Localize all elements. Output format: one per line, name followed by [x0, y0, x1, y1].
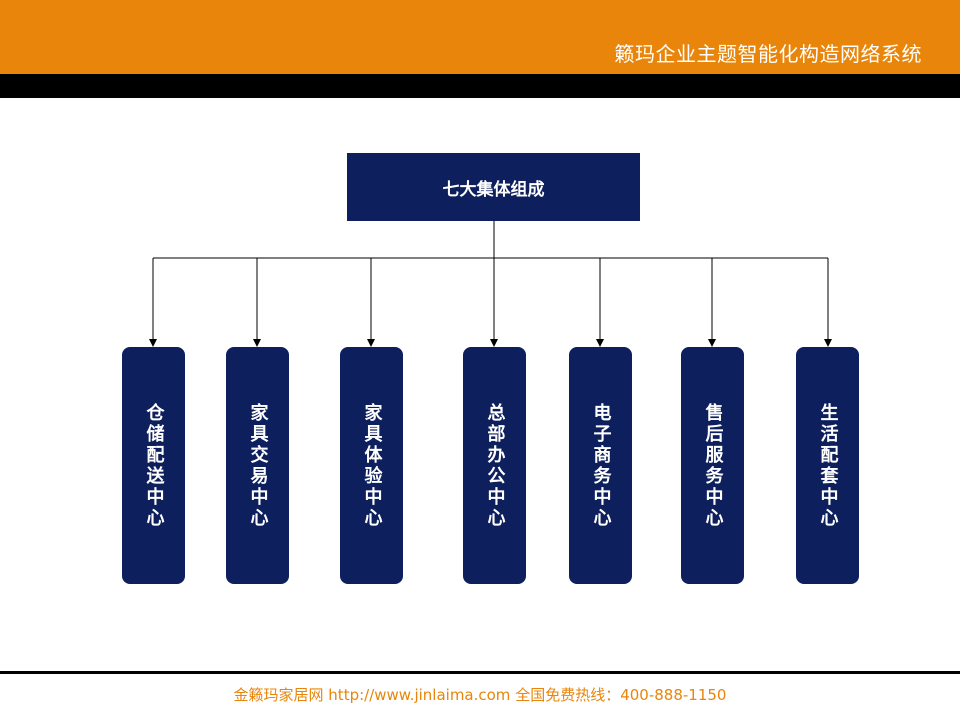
- child-node-label: 生活配套中心: [817, 402, 839, 529]
- header-band: 籁玛企业主题智能化构造网络系统: [0, 0, 960, 74]
- child-node-label: 仓储配送中心: [143, 402, 165, 529]
- child-node-label: 售后服务中心: [702, 402, 724, 529]
- child-node-label: 电子商务中心: [590, 402, 612, 529]
- footer-text: 金籁玛家居网 http://www.jinlaima.com 全国免费热线：40…: [233, 686, 727, 704]
- child-node-living-services: 生活配套中心: [796, 347, 859, 584]
- child-node-headquarters: 总部办公中心: [463, 347, 526, 584]
- footer-divider: [0, 671, 960, 674]
- child-node-label: 家具体验中心: [361, 402, 383, 529]
- root-node: 七大集体组成: [347, 153, 640, 221]
- header-title: 籁玛企业主题智能化构造网络系统: [614, 42, 922, 66]
- child-node-after-sales: 售后服务中心: [681, 347, 744, 584]
- child-node-label: 总部办公中心: [484, 402, 506, 529]
- child-node-furniture-trade: 家具交易中心: [226, 347, 289, 584]
- child-node-ecommerce: 电子商务中心: [569, 347, 632, 584]
- child-node-furniture-experience: 家具体验中心: [340, 347, 403, 584]
- header-divider: [0, 74, 960, 98]
- child-node-warehouse: 仓储配送中心: [122, 347, 185, 584]
- root-node-label: 七大集体组成: [442, 179, 545, 200]
- child-node-label: 家具交易中心: [247, 402, 269, 529]
